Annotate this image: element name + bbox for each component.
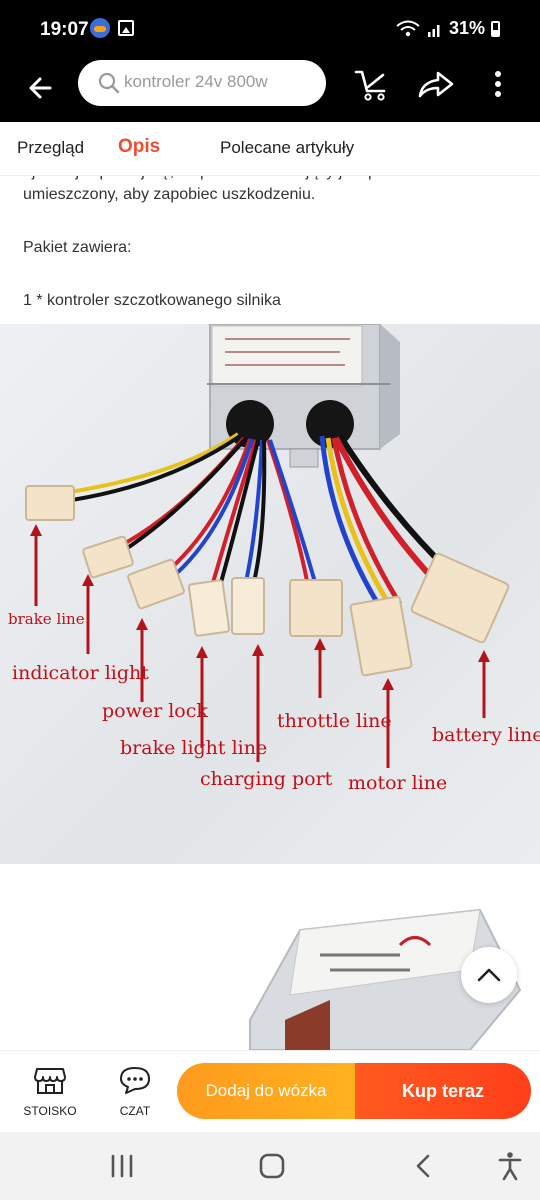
package-heading: Pakiet zawiera:	[23, 239, 132, 256]
product-image[interactable]: brake line indicator light power lock br…	[0, 324, 540, 864]
label-brake-light-line: brake light line	[120, 737, 268, 759]
store-button[interactable]: STOISKO	[15, 1065, 85, 1118]
home-icon	[259, 1153, 285, 1179]
label-battery-line: battery line	[432, 724, 540, 746]
product-image-2[interactable]	[0, 870, 540, 1050]
more-vertical-icon	[495, 71, 501, 97]
status-notifications	[90, 18, 134, 38]
recent-apps-icon	[111, 1154, 133, 1178]
system-navigation-bar	[0, 1132, 540, 1200]
accessibility-icon	[498, 1152, 522, 1181]
label-motor-line: motor line	[348, 772, 448, 794]
back-arrow-icon	[29, 77, 52, 99]
back-button[interactable]	[22, 68, 62, 108]
app-header	[0, 60, 540, 122]
label-power-lock: power lock	[102, 700, 208, 722]
store-label: STOISKO	[23, 1104, 77, 1118]
label-brake-line: brake line	[8, 610, 85, 628]
buy-now-button[interactable]: Kup teraz	[355, 1063, 531, 1119]
status-bar: 19:07 31%	[0, 0, 540, 60]
chat-button[interactable]: CZAT	[100, 1065, 170, 1118]
status-time: 19:07	[40, 19, 89, 40]
tab-overview[interactable]: Przegląd	[17, 138, 85, 157]
share-icon	[418, 71, 454, 98]
share-button[interactable]	[414, 64, 458, 104]
label-throttle-line: throttle line	[277, 710, 392, 732]
description-text: ujemnej. Upewnij się, że przewód zasilaj…	[0, 160, 540, 325]
battery-icon	[491, 20, 500, 37]
controller-product-photo	[249, 908, 522, 1050]
package-item: 1 * kontroler szczotkowanego silnika	[23, 292, 281, 309]
battery-percentage: 31%	[448, 18, 485, 38]
status-system-icons: 31%	[395, 18, 500, 39]
label-indicator-light: indicator light	[12, 662, 149, 684]
chat-icon	[120, 1067, 150, 1094]
arrow-up-icon	[477, 968, 501, 982]
tab-description[interactable]: Opis	[118, 136, 161, 157]
accessibility-button[interactable]	[490, 1150, 530, 1182]
tab-recommended[interactable]: Polecane artykuły	[220, 138, 355, 157]
wifi-icon	[396, 20, 420, 36]
cart-button[interactable]	[352, 64, 392, 104]
cart-icon	[354, 70, 386, 101]
back-icon	[416, 1154, 430, 1178]
description-line: umieszczony, aby zapobiec uszkodzeniu.	[23, 186, 316, 203]
search-box[interactable]	[78, 60, 326, 106]
store-icon	[34, 1068, 66, 1094]
app-notification-icon	[90, 18, 110, 38]
search-input[interactable]	[124, 72, 314, 92]
more-options-button[interactable]	[486, 64, 510, 104]
signal-icon	[427, 24, 440, 37]
chat-label: CZAT	[119, 1104, 151, 1118]
label-charging-port: charging port	[200, 768, 333, 790]
home-button[interactable]	[252, 1150, 292, 1182]
bottom-action-bar: STOISKO CZAT Dodaj do wózka Kup teraz	[0, 1050, 540, 1132]
add-to-cart-button[interactable]: Dodaj do wózka	[177, 1063, 355, 1119]
search-icon	[98, 72, 120, 94]
scroll-to-top-button[interactable]	[461, 947, 517, 1003]
recent-apps-button[interactable]	[102, 1150, 142, 1182]
system-back-button[interactable]	[404, 1150, 444, 1182]
gallery-icon	[118, 20, 134, 36]
controller-wiring-illustration	[25, 324, 510, 768]
section-tabs: Przegląd Opis Polecane artykuły	[0, 122, 540, 176]
